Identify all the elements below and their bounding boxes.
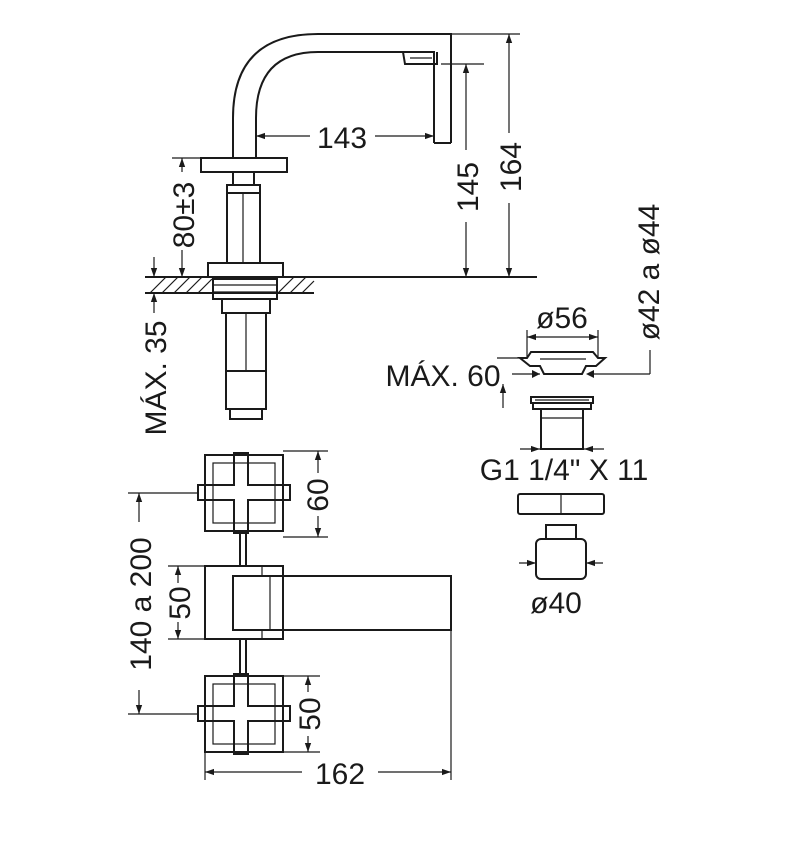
spout-plan bbox=[204, 565, 452, 640]
label-handle-width-top: 60 bbox=[302, 478, 335, 511]
drain-cap bbox=[517, 351, 608, 375]
dimension-center-distance: 140 a 200 bbox=[125, 492, 198, 715]
label-center-distance: 140 a 200 bbox=[125, 537, 158, 670]
label-drain-knob-diameter: ø40 bbox=[530, 587, 582, 620]
drain-detail: ø56 ø42 a ø44 MÁX. 60 G1 1/4" X 11 bbox=[385, 204, 666, 620]
label-spout-body-width: 50 bbox=[164, 586, 197, 619]
spout-aerator bbox=[402, 51, 438, 65]
side-handle-plate bbox=[200, 157, 288, 173]
label-max-counter-thickness: MÁX. 35 bbox=[140, 320, 173, 435]
base-flange bbox=[207, 262, 284, 278]
dimension-handle-width-bottom: 50 bbox=[283, 675, 327, 753]
faucet-plan-view: 60 50 140 a 200 50 bbox=[125, 450, 452, 791]
label-total-height: 164 bbox=[495, 142, 528, 192]
upper-cross-handle bbox=[197, 452, 291, 534]
lower-cross-handle bbox=[197, 673, 291, 755]
spout-outer-curve bbox=[232, 33, 452, 158]
spout-inner-curve bbox=[255, 51, 435, 158]
dimension-spout-body-width: 50 bbox=[164, 565, 205, 640]
drain-tail bbox=[540, 408, 584, 450]
label-handle-width-bottom: 50 bbox=[294, 697, 327, 730]
mounting-nut bbox=[212, 278, 278, 300]
label-drain-max-thickness: MÁX. 60 bbox=[385, 360, 500, 393]
faucet-side-view bbox=[145, 33, 537, 420]
label-plan-length: 162 bbox=[315, 758, 365, 791]
label-drain-thread: G1 1/4" X 11 bbox=[480, 454, 649, 487]
label-handle-height: 80±3 bbox=[168, 182, 201, 249]
label-spout-height: 145 bbox=[452, 162, 485, 212]
dimension-handle-width-top: 60 bbox=[283, 450, 335, 538]
label-spout-reach: 143 bbox=[317, 122, 367, 155]
dimension-spout-reach: 143 bbox=[256, 122, 434, 155]
label-drain-hole-range: ø42 a ø44 bbox=[633, 204, 666, 341]
drain-knob bbox=[535, 538, 587, 580]
dimension-counter-thickness: MÁX. 35 bbox=[140, 257, 173, 436]
dimension-handle-height: 80±3 bbox=[168, 157, 201, 277]
counter-hatch bbox=[145, 276, 315, 294]
dimension-heights: 145 164 bbox=[441, 33, 528, 277]
dimension-plan-length: 162 bbox=[204, 630, 452, 791]
label-drain-flange-diameter: ø56 bbox=[536, 302, 588, 335]
